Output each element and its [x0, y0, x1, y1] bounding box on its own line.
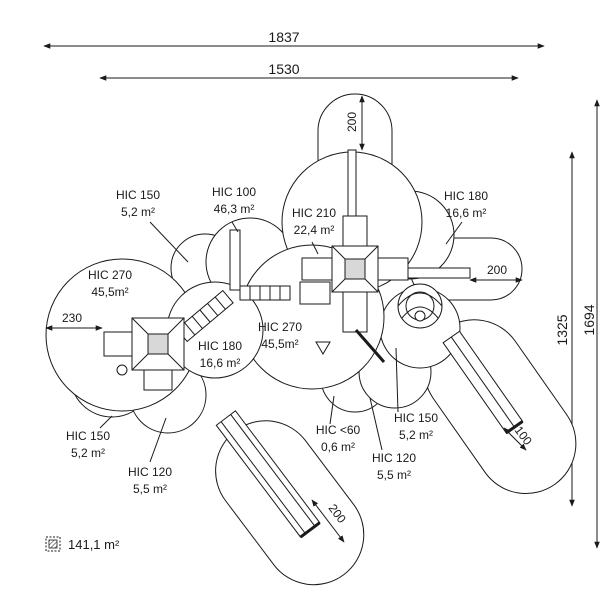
- hic120-right-hic: HIC 120: [372, 451, 416, 465]
- hic100-hic: HIC 100: [212, 185, 256, 199]
- hic180-center-hic: HIC 180: [198, 339, 242, 353]
- hic180-center-area: 16,6 m²: [200, 356, 241, 370]
- leader-lines: [99, 221, 463, 463]
- hic120-right-area: 5,5 m²: [377, 468, 411, 482]
- hic210-hic: HIC 210: [292, 206, 336, 220]
- hic150-top-hic: HIC 150: [116, 188, 160, 202]
- hic150-left-area: 5,2 m²: [71, 446, 105, 460]
- hic210-area: 22,4 m²: [294, 223, 335, 237]
- hic120-left-hic: HIC 120: [128, 465, 172, 479]
- hic60-area: 0,6 m²: [321, 440, 355, 454]
- total-area-label: 141,1 m²: [68, 537, 120, 552]
- right-arm-bar: [404, 267, 471, 279]
- bridge: [239, 285, 291, 301]
- tower-left: [103, 317, 185, 391]
- overall-depth-label: 1694: [581, 304, 597, 335]
- tower-pole: [347, 149, 357, 221]
- hic270-center-area: 45,5m²: [261, 337, 298, 351]
- overall-depth-dimension: 1694: [581, 99, 600, 549]
- ladder: [229, 229, 241, 291]
- tower-top-dimension: 200: [345, 95, 365, 151]
- hic100-area: 46,3 m²: [214, 202, 255, 216]
- hatched-square-icon: [45, 536, 61, 552]
- hic150-left-hic: HIC 150: [66, 429, 110, 443]
- left-arm-label: 230: [62, 311, 82, 325]
- spiral-slide: [397, 283, 443, 329]
- overall-width-dimension: 1837: [43, 29, 545, 49]
- ramp: [176, 289, 234, 343]
- hic180-right-area: 16,6 m²: [446, 206, 487, 220]
- right-arm-dimension: 200: [469, 263, 523, 283]
- hic60-hic: HIC <60: [316, 423, 361, 437]
- zone-labels: HIC 150 5,2 m² HIC 100 46,3 m² HIC 210 2…: [66, 185, 488, 496]
- hic150-right-area: 5,2 m²: [399, 428, 433, 442]
- equipment: [103, 149, 524, 539]
- overall-width-label: 1837: [268, 29, 299, 45]
- hic180-right-hic: HIC 180: [444, 189, 488, 203]
- inner-depth-label: 1325: [554, 314, 570, 345]
- hic270-center-hic: HIC 270: [258, 320, 302, 334]
- tower-center: [299, 215, 409, 363]
- hic150-top-area: 5,2 m²: [121, 205, 155, 219]
- legend: 141,1 m²: [45, 536, 120, 552]
- hic270-left-hic: HIC 270: [88, 268, 132, 282]
- hic150-right-hic: HIC 150: [394, 411, 438, 425]
- hic120-left-area: 5,5 m²: [133, 482, 167, 496]
- left-arm-dimension: 230: [45, 311, 103, 331]
- tower-top-label: 200: [345, 112, 359, 132]
- hic270-left-area: 45,5m²: [91, 285, 128, 299]
- inner-width-dimension: 1530: [99, 61, 519, 81]
- right-arm-label: 200: [487, 263, 507, 277]
- inner-width-label: 1530: [268, 61, 299, 77]
